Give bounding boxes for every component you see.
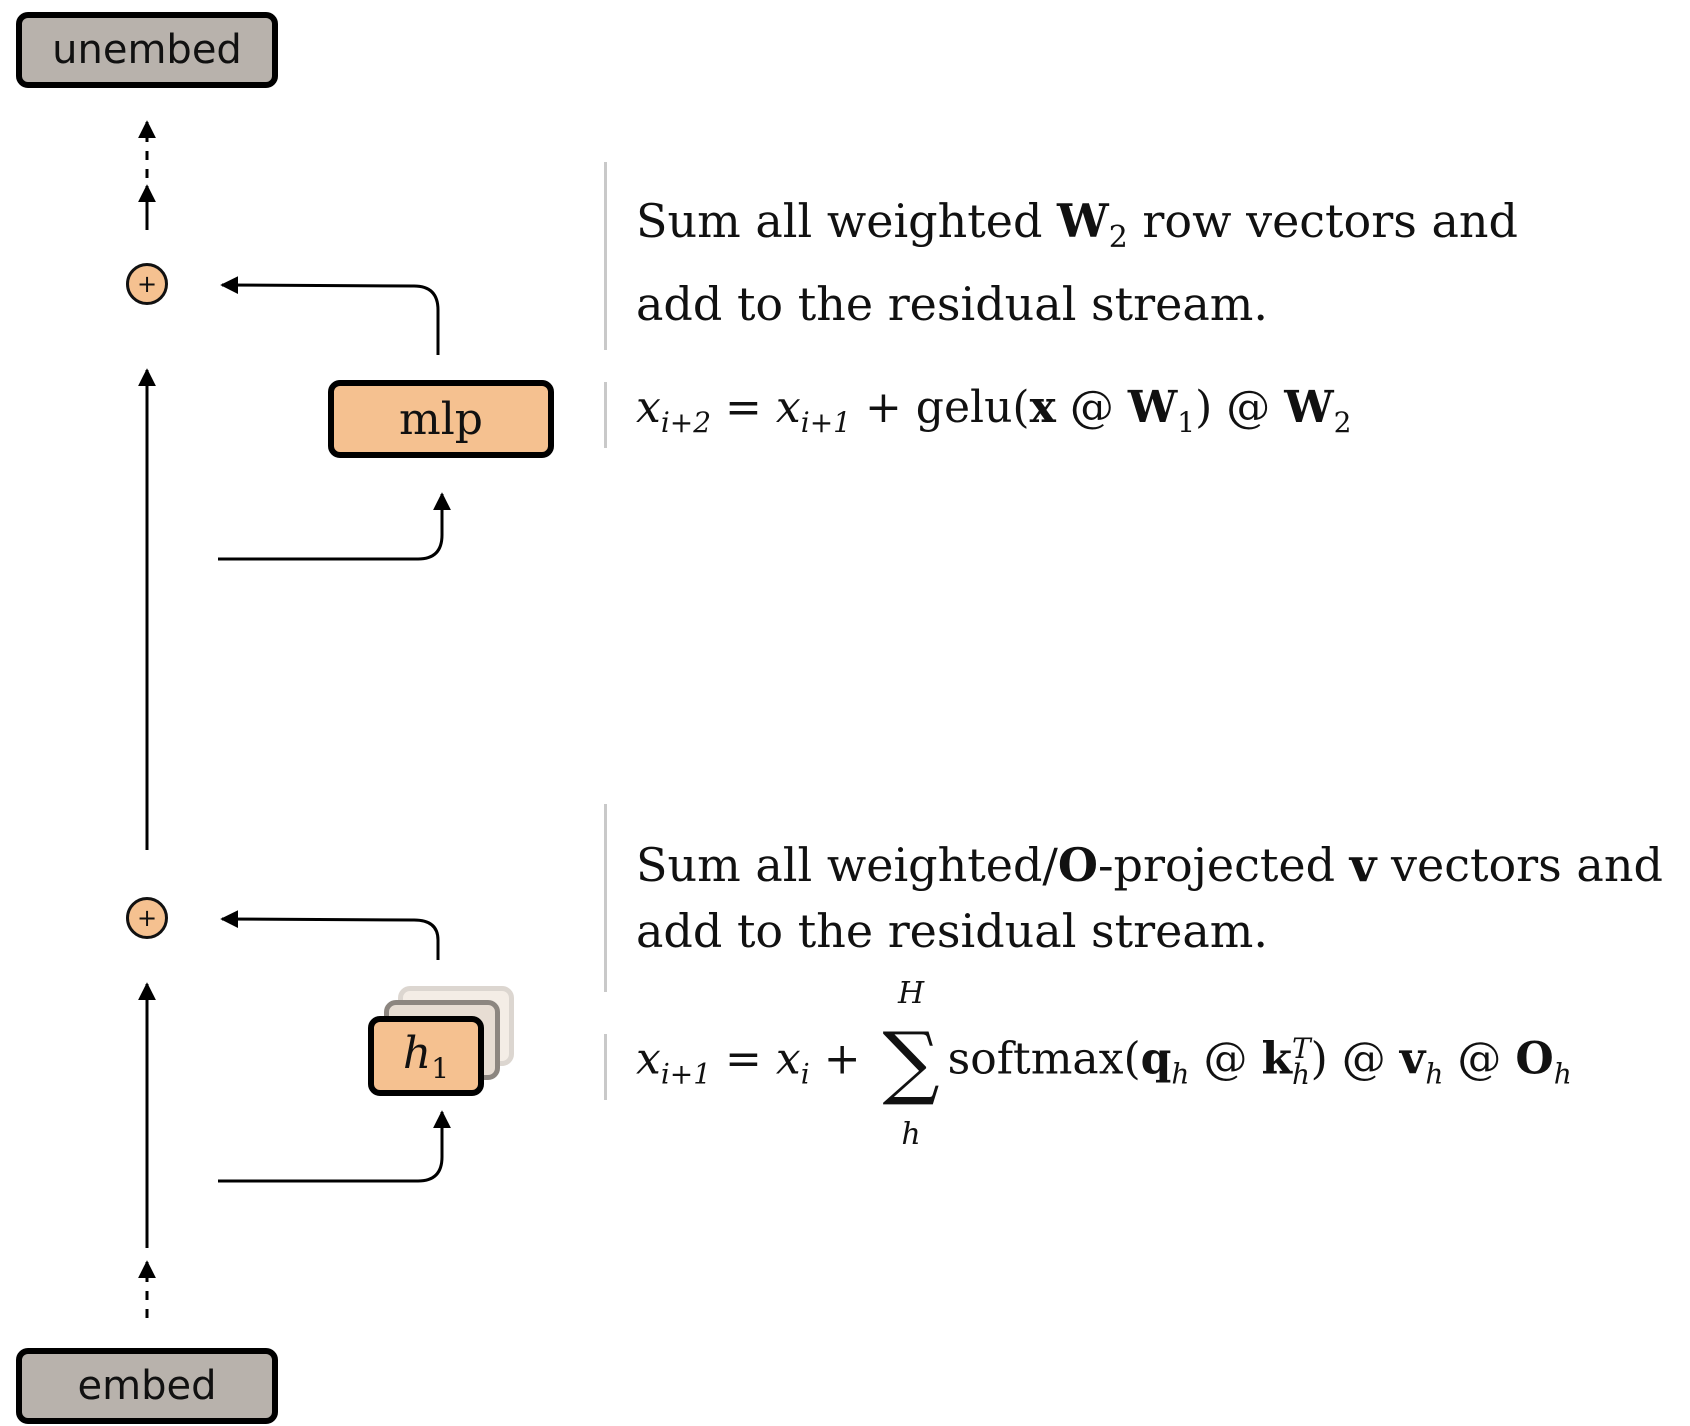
rule-attn-desc <box>604 804 607 992</box>
residual-add-top: + <box>126 263 168 305</box>
embed-label: embed <box>77 1363 217 1409</box>
unembed-label: unembed <box>52 27 242 73</box>
attn-output-curve <box>220 910 440 960</box>
attention-head-box: h1 <box>368 1016 484 1096</box>
mlp-description: Sum all weighted W2 row vectors and add … <box>636 188 1518 337</box>
rule-mlp-desc <box>604 162 607 350</box>
mlp-equation: xi+2 = xi+1 + gelu(x @ W1) @ W2 <box>636 382 1352 439</box>
mlp-input-curve <box>218 492 451 561</box>
rule-mlp-eq <box>604 382 607 448</box>
summation-operator: H∑h <box>882 976 940 1152</box>
residual-add-bottom: + <box>126 897 168 939</box>
attn-input-curve <box>218 1110 451 1183</box>
unembed-box: unembed <box>16 12 278 88</box>
attn-description-line1: Sum all weighted/O-projected v vectors a… <box>636 838 1663 892</box>
mlp-output-curve <box>220 276 440 355</box>
attn-description-line2: add to the residual stream. <box>636 904 1269 958</box>
rule-attn-eq <box>604 1034 607 1100</box>
mlp-box: mlp <box>328 380 554 458</box>
mlp-label: mlp <box>399 393 483 445</box>
mlp-description-line1: Sum all weighted W2 row vectors and <box>636 194 1518 256</box>
attn-description: Sum all weighted/O-projected v vectors a… <box>636 832 1663 964</box>
head-label: h1 <box>402 1027 450 1085</box>
mlp-description-line2: add to the residual stream. <box>636 277 1269 332</box>
embed-box: embed <box>16 1348 278 1424</box>
